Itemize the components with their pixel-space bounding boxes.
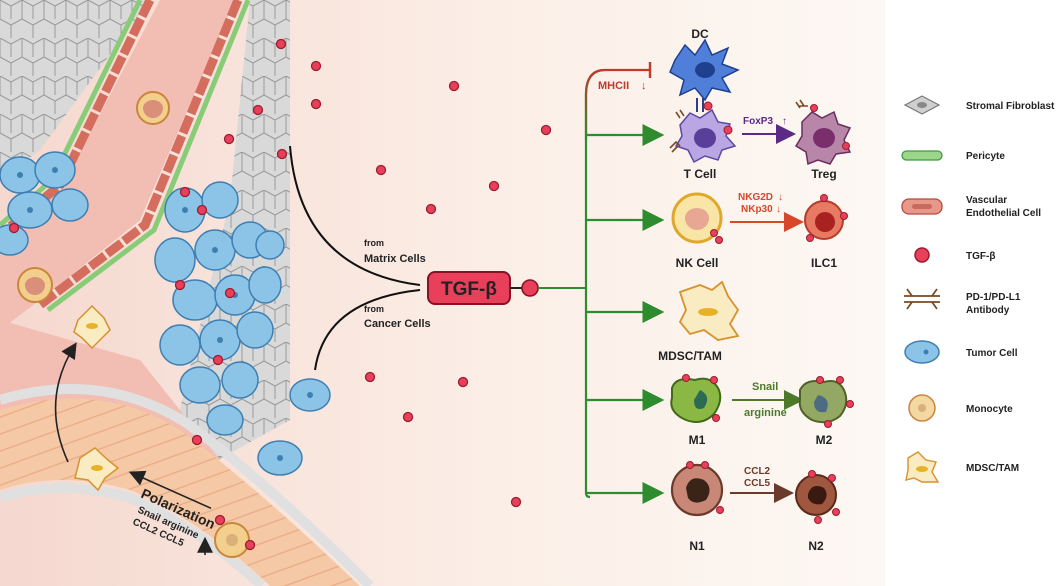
tgf-beta-icon [914, 247, 930, 263]
snail-label: Snail [752, 381, 778, 393]
dc-cell [669, 38, 740, 102]
arginine-label: arginine [744, 407, 787, 419]
m2-cell [798, 376, 854, 428]
mdsc-tam-label: MDSC/TAM [658, 349, 722, 363]
from-matrix-prefix: from [364, 238, 384, 248]
blood-vessel-upper [0, 0, 235, 330]
m1-label: M1 [689, 433, 706, 447]
ilc1-label: ILC1 [811, 256, 837, 270]
from-matrix-label: Matrix Cells [364, 253, 426, 265]
tumor-cell-icon [904, 340, 940, 364]
branch-arrows [586, 124, 665, 504]
svg-text:↓: ↓ [776, 204, 781, 215]
matrix-cells-curve [289, 145, 421, 286]
nkp30-label: NKp30 [741, 204, 773, 215]
legend-stromal-fibroblast: Stromal Fibroblast [966, 101, 1055, 112]
ccl5-label: CCL5 [744, 478, 771, 489]
treg-cell [794, 99, 852, 166]
t-cell-label: T Cell [684, 167, 717, 181]
n2-cell [795, 470, 840, 524]
nk-cell [671, 192, 723, 244]
t-cell [669, 101, 737, 164]
m2-label: M2 [816, 433, 833, 447]
mdsc-tam-icon [905, 451, 940, 483]
legend-antibody: Antibody [966, 305, 1010, 316]
legend-vascular: Vascular [966, 195, 1007, 206]
svg-text:↓: ↓ [778, 192, 783, 203]
legend-endothelial-cell: Endothelial Cell [966, 208, 1041, 219]
svg-text:↓: ↓ [641, 80, 647, 92]
svg-text:↑: ↑ [782, 116, 787, 127]
legend-monocyte: Monocyte [966, 404, 1013, 415]
polarization-arrow [128, 470, 212, 510]
legend-pd1: PD-1/PD-L1 [966, 292, 1021, 303]
tgf-beta-dots [8, 38, 552, 551]
legend-pericyte: Pericyte [966, 151, 1005, 162]
blood-vessel-lower [0, 398, 360, 586]
mdsc-tam-cell [678, 280, 740, 341]
n1-label: N1 [689, 539, 705, 553]
n1-cell [670, 461, 724, 517]
cancer-cells-curve [314, 289, 421, 371]
tgf-beta-ligand-icon [521, 279, 539, 297]
stromal-fibroblast-icon [903, 95, 941, 115]
ilc1-cell [804, 194, 848, 242]
monocyte-cell [17, 91, 170, 303]
nkg2d-label: NKG2D [738, 192, 773, 203]
legend-tgf-beta: TGF-β [966, 251, 995, 262]
legend-mdsc-tam: MDSC/TAM [966, 463, 1019, 474]
treg-label: Treg [811, 167, 836, 181]
m1-cell [670, 374, 722, 423]
tgf-beta-label: TGF-β [441, 279, 497, 300]
antibody-icon [904, 288, 940, 310]
stroma-region-left [0, 0, 150, 180]
vascular-endothelial-cell-icon [901, 198, 943, 215]
n2-label: N2 [808, 539, 824, 553]
legend-tumor-cell: Tumor Cell [966, 348, 1018, 359]
mdsc-in-vessel [73, 304, 120, 492]
pericyte-icon [901, 150, 943, 161]
legend-panel [885, 0, 1059, 586]
migration-arrow [54, 342, 77, 463]
nk-cell-label: NK Cell [676, 256, 719, 270]
ccl2-label: CCL2 [744, 466, 771, 477]
mhcii-label: MHCII [598, 80, 629, 92]
monocyte-lower [214, 522, 250, 558]
foxp3-label: FoxP3 [743, 116, 773, 127]
monocyte-icon [908, 394, 936, 422]
from-cancer-label: Cancer Cells [364, 318, 431, 330]
from-cancer-prefix: from [364, 304, 384, 314]
dc-label: DC [691, 27, 709, 41]
legend: Stromal Fibroblast Pericyte Vascular End… [901, 95, 1055, 483]
